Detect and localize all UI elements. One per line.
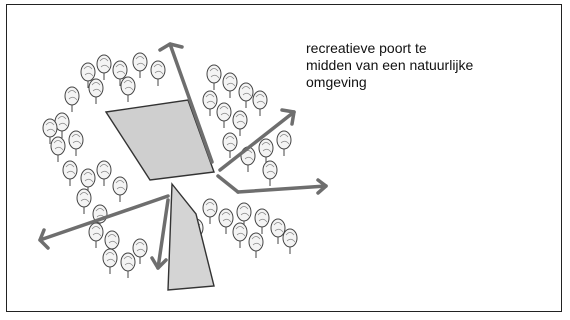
arrow-northeast [218, 108, 296, 172]
arrow-north [158, 42, 214, 164]
lower-plane [167, 182, 215, 291]
caption-line-3: omgeving [306, 74, 367, 90]
arrow-southwest [38, 194, 170, 250]
central-plane [104, 99, 215, 181]
arrow-south [150, 198, 170, 270]
caption-line-1: recreatieve poort te [306, 40, 427, 56]
caption-line-2: midden van een natuurlijke [306, 57, 474, 73]
arrow-east [216, 174, 328, 195]
diagram-frame [6, 4, 562, 312]
diagram-caption: recreatieve poort te midden van een natu… [306, 40, 556, 91]
